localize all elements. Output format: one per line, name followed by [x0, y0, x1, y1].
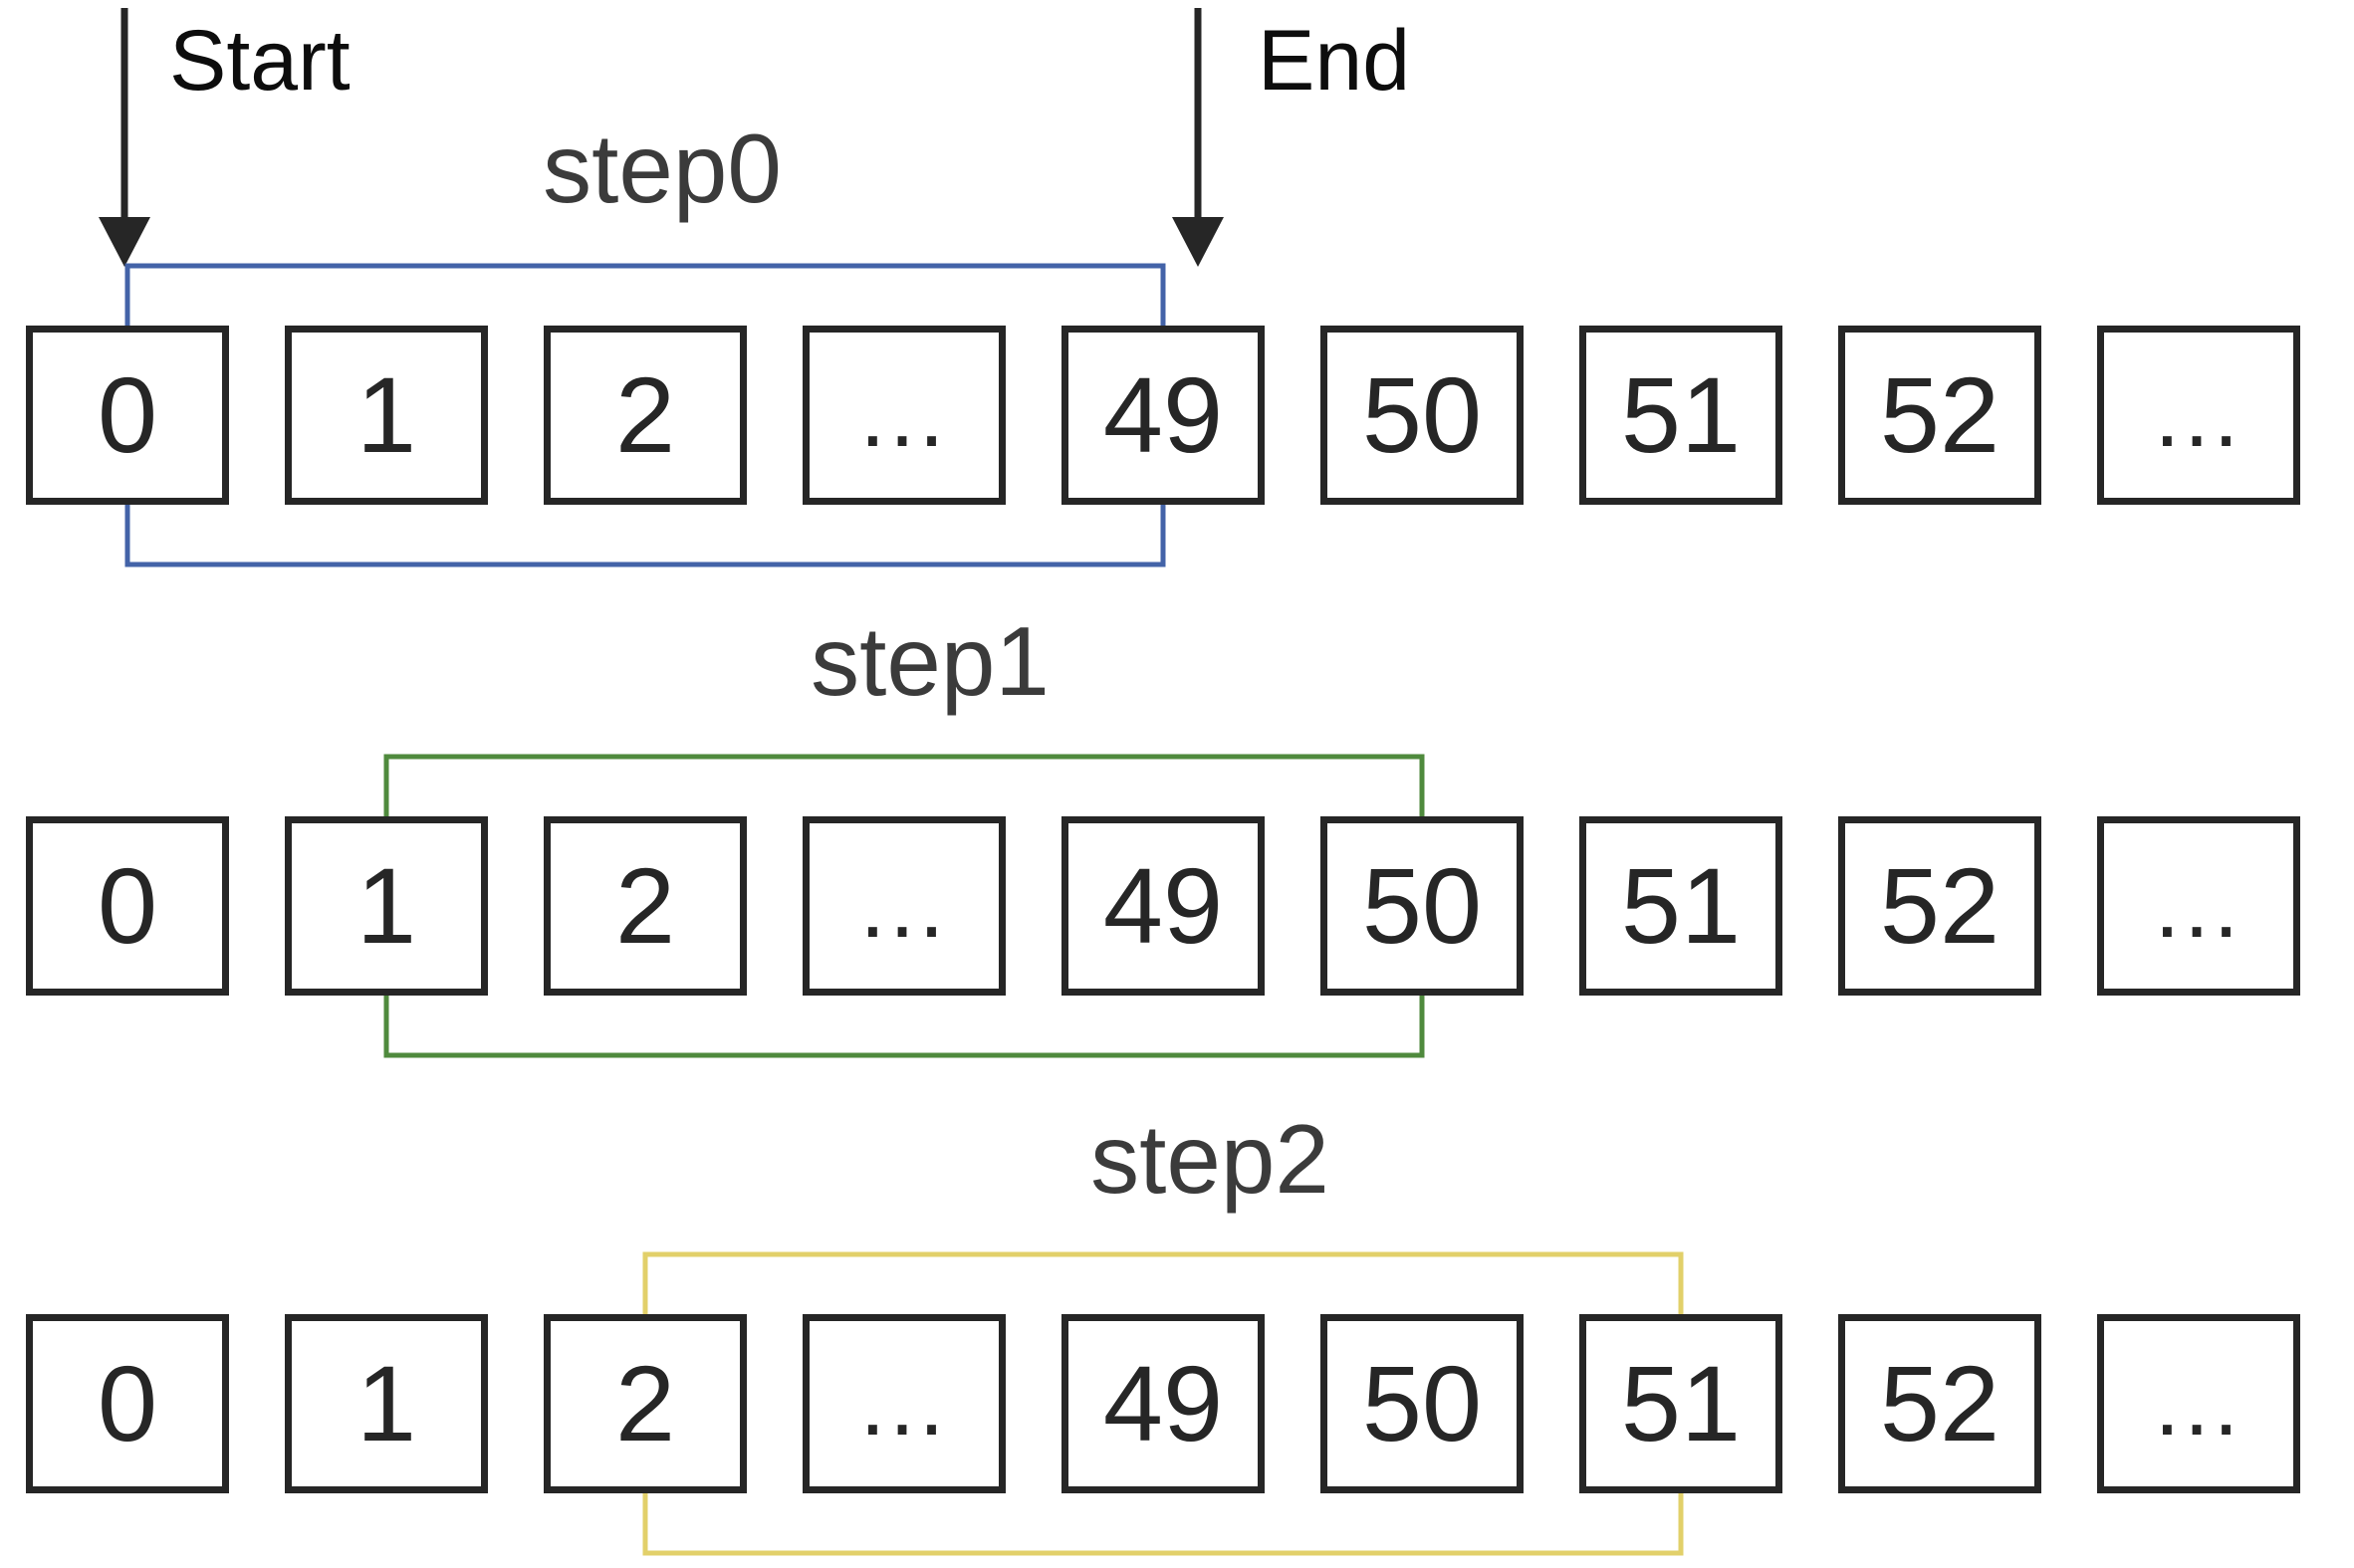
array-cell: 52	[1838, 816, 2041, 996]
start-arrow-head-icon	[99, 217, 150, 267]
array-cell: 51	[1579, 326, 1782, 505]
start-marker-label: Start	[169, 13, 351, 109]
step-label-step1: step1	[811, 606, 1050, 716]
array-cell: 49	[1061, 326, 1265, 505]
array-cell: 49	[1061, 1314, 1265, 1493]
array-cell: 50	[1320, 326, 1524, 505]
array-cell: 0	[26, 816, 229, 996]
array-cell: 1	[285, 1314, 488, 1493]
array-cell: 52	[1838, 1314, 2041, 1493]
end-arrow-head-icon	[1172, 217, 1224, 267]
array-cell: 2	[544, 326, 747, 505]
array-cell: 52	[1838, 326, 2041, 505]
array-cell: 51	[1579, 816, 1782, 996]
array-cell: 1	[285, 326, 488, 505]
array-cell: 0	[26, 326, 229, 505]
array-cell: 50	[1320, 1314, 1524, 1493]
array-cell-ellipsis: ...	[2097, 326, 2300, 505]
array-cell-ellipsis: ...	[803, 326, 1006, 505]
array-cell: 49	[1061, 816, 1265, 996]
array-cell: 1	[285, 816, 488, 996]
array-cell-ellipsis: ...	[2097, 816, 2300, 996]
array-cell-ellipsis: ...	[803, 816, 1006, 996]
array-cell: 51	[1579, 1314, 1782, 1493]
step-label-step0: step0	[543, 113, 782, 223]
array-cell: 0	[26, 1314, 229, 1493]
end-marker-label: End	[1258, 13, 1411, 109]
array-cell-ellipsis: ...	[803, 1314, 1006, 1493]
array-cell: 50	[1320, 816, 1524, 996]
array-cell-ellipsis: ...	[2097, 1314, 2300, 1493]
array-cell: 2	[544, 1314, 747, 1493]
array-cell: 2	[544, 816, 747, 996]
step-label-step2: step2	[1090, 1104, 1329, 1214]
